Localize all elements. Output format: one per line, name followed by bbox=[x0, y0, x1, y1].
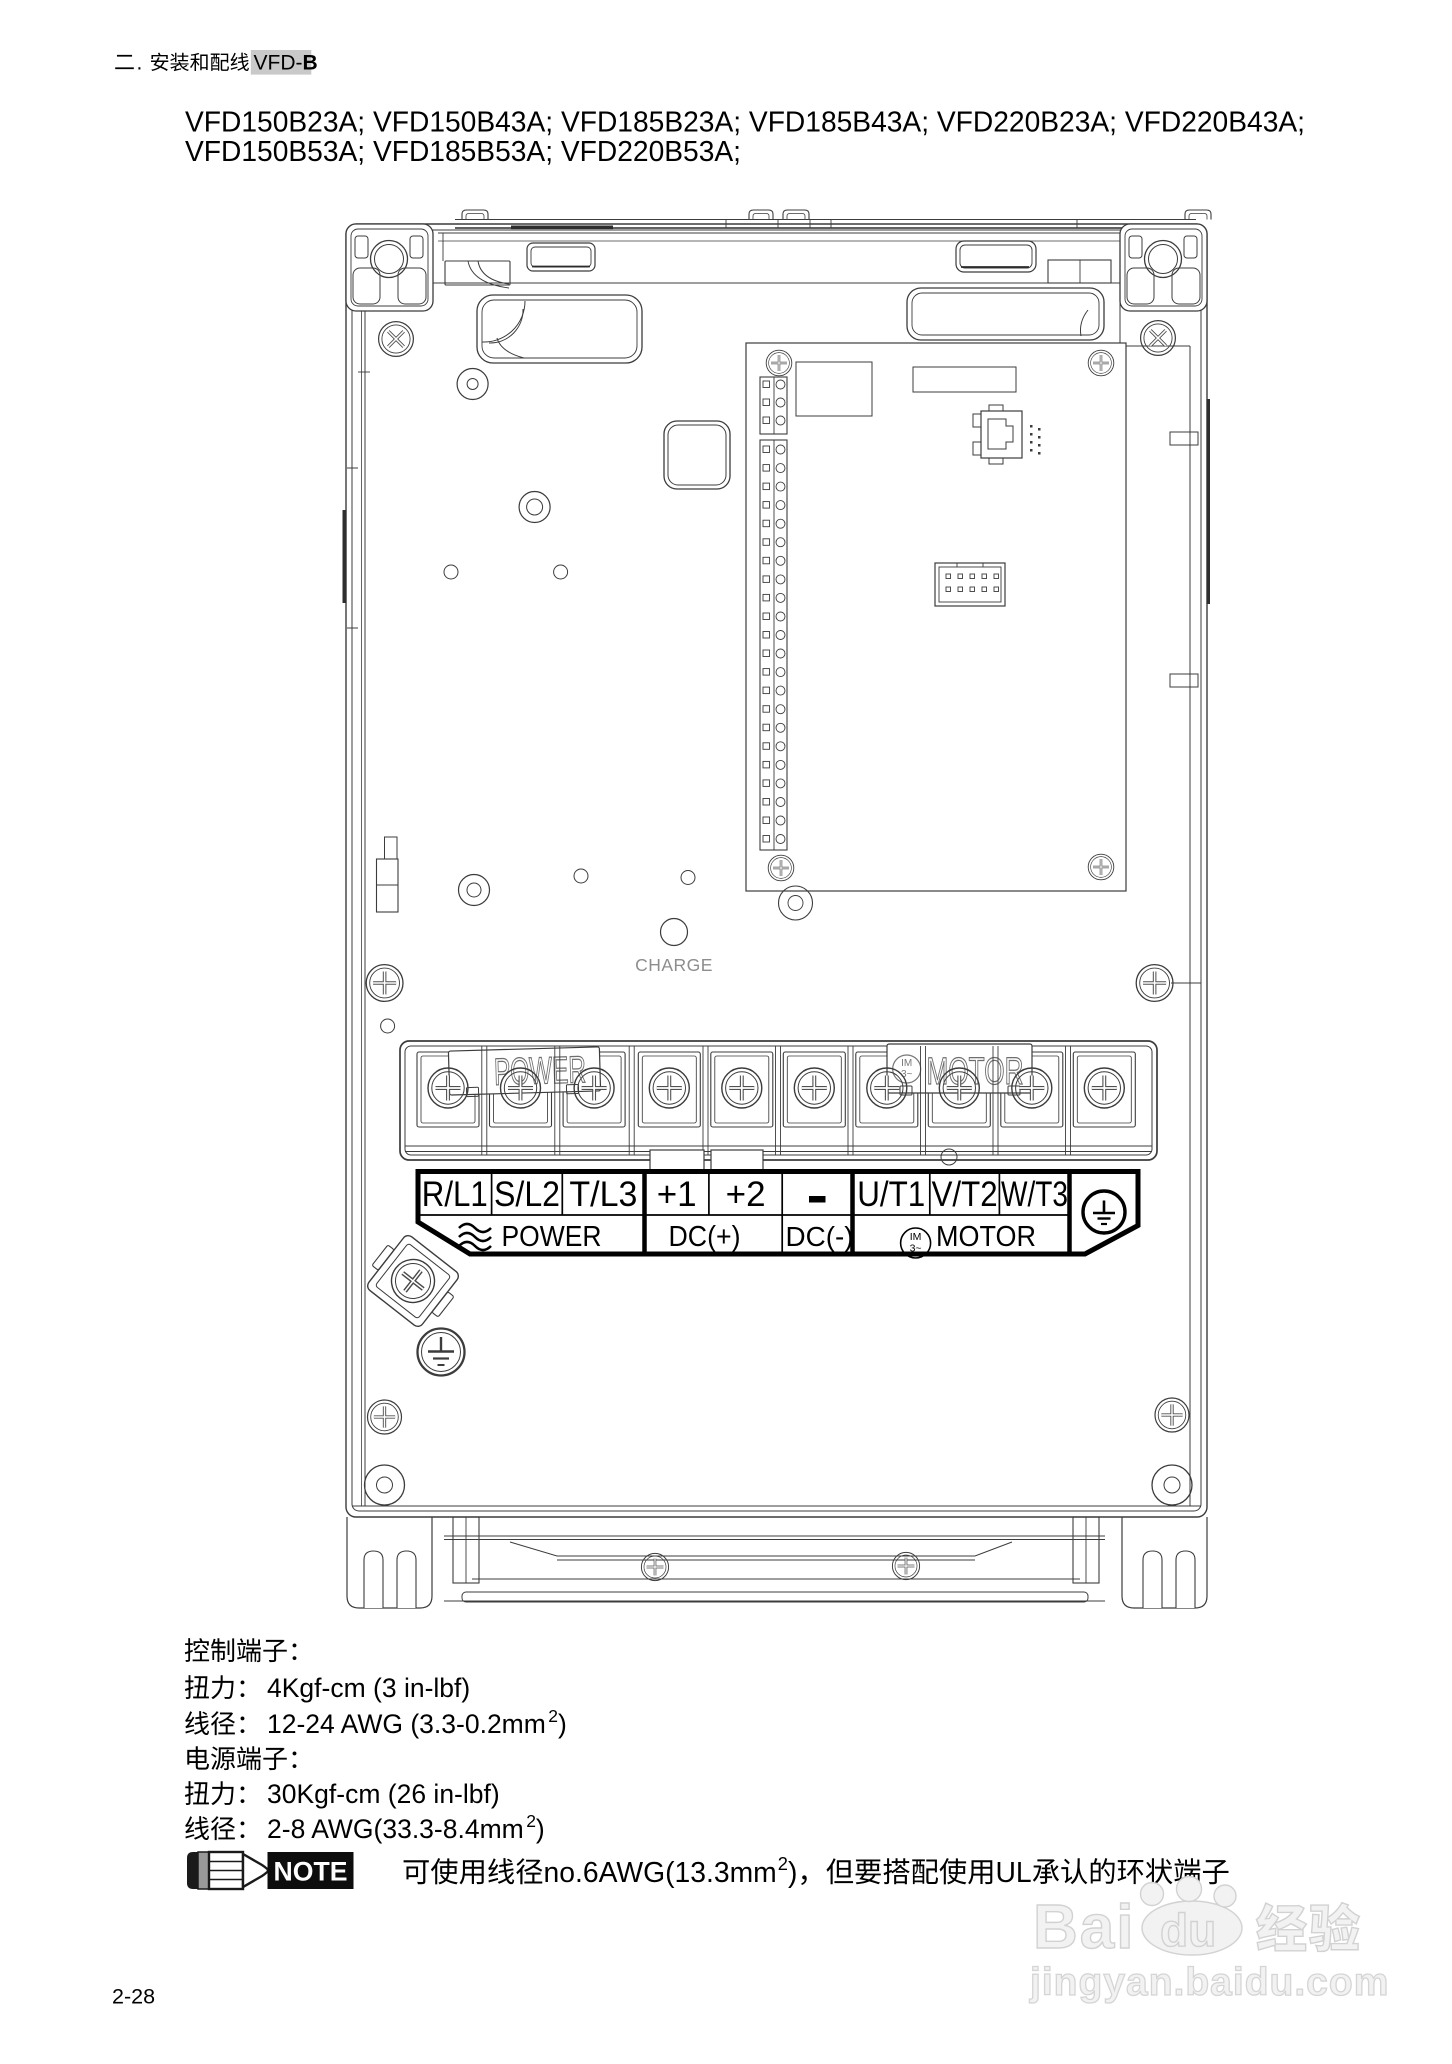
svg-text:VFD150B53A; VFD185B53A; VFD220: VFD150B53A; VFD185B53A; VFD220B53A; bbox=[185, 136, 741, 168]
svg-text:): ) bbox=[536, 1814, 545, 1844]
svg-text:MOTOR: MOTOR bbox=[936, 1221, 1036, 1253]
svg-text:S/L2: S/L2 bbox=[494, 1175, 560, 1214]
svg-text:B: B bbox=[303, 52, 318, 75]
svg-text:12-24 AWG (3.3-0.2mm: 12-24 AWG (3.3-0.2mm bbox=[267, 1709, 546, 1739]
svg-text:DC(-): DC(-) bbox=[786, 1220, 854, 1252]
svg-text:POWER: POWER bbox=[502, 1221, 602, 1253]
svg-text:+2: +2 bbox=[726, 1175, 766, 1214]
svg-text:.: . bbox=[137, 52, 143, 75]
svg-text:): ) bbox=[558, 1709, 567, 1739]
svg-text:IM: IM bbox=[910, 1231, 922, 1243]
svg-text:T/L3: T/L3 bbox=[569, 1175, 637, 1214]
svg-text:V/T2: V/T2 bbox=[932, 1175, 998, 1214]
svg-text:du: du bbox=[1160, 1904, 1216, 1956]
svg-text:2: 2 bbox=[548, 1706, 558, 1726]
svg-text:DC(+): DC(+) bbox=[669, 1221, 741, 1253]
svg-text:4Kgf-cm (3 in-lbf): 4Kgf-cm (3 in-lbf) bbox=[267, 1673, 470, 1703]
svg-text:W/T3: W/T3 bbox=[1001, 1175, 1068, 1214]
svg-text:3~: 3~ bbox=[910, 1243, 922, 1255]
svg-text:2-28: 2-28 bbox=[112, 1985, 155, 2009]
svg-text:30Kgf-cm (26 in-lbf): 30Kgf-cm (26 in-lbf) bbox=[267, 1779, 500, 1809]
svg-text:U/T1: U/T1 bbox=[857, 1175, 925, 1214]
svg-text:jingyan.baidu.com: jingyan.baidu.com bbox=[1029, 1961, 1389, 2004]
svg-text:2: 2 bbox=[526, 1811, 536, 1831]
svg-text:+1: +1 bbox=[657, 1175, 697, 1214]
svg-text:CHARGE: CHARGE bbox=[635, 955, 713, 975]
svg-text:2-8 AWG(33.3-8.4mm: 2-8 AWG(33.3-8.4mm bbox=[267, 1814, 524, 1844]
svg-text:IM: IM bbox=[901, 1058, 912, 1069]
svg-text:VFD-: VFD- bbox=[254, 52, 303, 75]
svg-text:NOTE: NOTE bbox=[274, 1857, 348, 1887]
svg-text:VFD150B23A; VFD150B43A; VFD185: VFD150B23A; VFD150B43A; VFD185B23A; VFD1… bbox=[185, 107, 1305, 139]
svg-text:3~: 3~ bbox=[901, 1069, 913, 1080]
svg-text:no.6AWG(13.3mm: no.6AWG(13.3mm bbox=[544, 1856, 777, 1888]
svg-text:R/L1: R/L1 bbox=[422, 1175, 488, 1214]
svg-text:2: 2 bbox=[778, 1853, 788, 1874]
svg-text:UL: UL bbox=[996, 1856, 1032, 1888]
svg-text:): ) bbox=[788, 1856, 797, 1888]
svg-text:Bai: Bai bbox=[1033, 1893, 1135, 1962]
